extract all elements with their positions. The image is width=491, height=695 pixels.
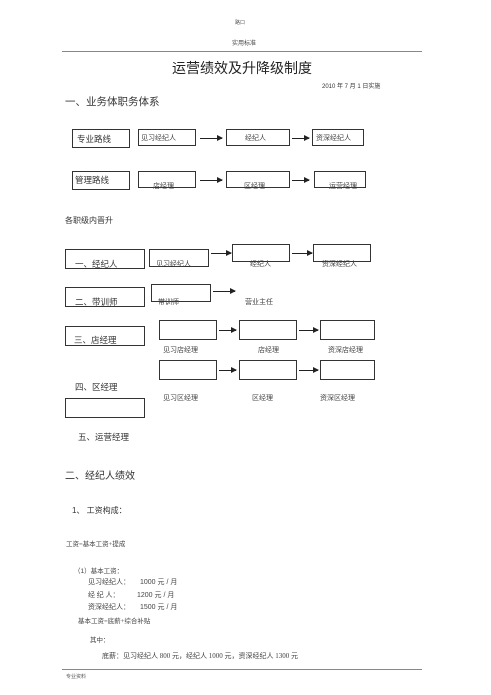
effective-date: 2010 年 7 月 1 日实施 (322, 84, 381, 90)
basic-wage-row-2-role: 经 纪 人： (88, 591, 120, 599)
area-mgr-step-2-box (239, 360, 297, 380)
area-mgr-step-3: 资深区经理 (320, 394, 355, 402)
section2-heading: 二、经纪人绩效 (65, 471, 135, 482)
mgmt-arrow-1-icon (200, 177, 223, 183)
trainer-label: 二、带训师 (75, 297, 118, 307)
store-mgr-step-1-box (159, 320, 217, 340)
basic-wage-row-3-role: 资深经纪人： (88, 603, 130, 611)
store-mgr-row-box-1: 三、店经理 (65, 326, 145, 346)
trainer-step-2: 营业主任 (245, 298, 273, 306)
header-label: 实用标准 (232, 41, 257, 47)
footer-rule (62, 669, 422, 670)
base-salary-line: 底薪：见习经纪人 800 元，经纪人 1000 元，资深经纪人 1300 元 (102, 652, 298, 660)
prof-step-2: 经纪人 (245, 134, 266, 142)
basic-wage-row-2-amount: 1200 元 / 月 (137, 592, 175, 599)
prof-step-3-box: 资深经纪人 (312, 129, 364, 146)
mgmt-step-2: 区经理 (244, 182, 265, 190)
footer-label: 专业资料 (66, 675, 87, 680)
agent-row-box-2 (149, 249, 209, 267)
agent-arrow-2-icon (292, 250, 313, 256)
agent-row-box-3 (232, 244, 290, 262)
page-title: 运营绩效及升降级制度 (172, 62, 312, 77)
prof-step-1: 见习经纪人 (141, 134, 176, 142)
mgmt-route-label-box: 管理路线 (72, 171, 130, 190)
store-mgr-arrow-1-icon (219, 327, 237, 333)
store-mgr-step-3-box (320, 320, 375, 340)
area-mgr-label: 四、区经理 (75, 382, 118, 392)
header-rule (62, 51, 422, 52)
agent-step-2: 经纪人 (250, 260, 271, 268)
agent-step-1: 见习经纪人 (156, 260, 191, 268)
trainer-step-1: 带训师 (158, 298, 179, 306)
basic-wage-row-1-role: 见习经纪人： (88, 578, 130, 586)
store-mgr-step-2-box (239, 320, 297, 340)
agent-row-box-1 (65, 249, 145, 269)
prof-arrow-2-icon (292, 135, 310, 141)
among-label: 其中： (90, 637, 110, 644)
store-mgr-step-2: 店经理 (258, 346, 279, 354)
mgmt-step-1-box: 店经理 (138, 171, 196, 190)
trainer-row-box-2 (151, 284, 211, 302)
agent-step-3: 资深经纪人 (322, 260, 357, 268)
mgmt-step-1: 店经理 (153, 182, 174, 190)
store-mgr-label: 三、店经理 (74, 335, 117, 345)
wage-formula: 工资=基本工资+提成 (66, 541, 126, 548)
area-mgr-step-1-box (159, 360, 217, 380)
store-mgr-step-1: 见习店经理 (163, 346, 198, 354)
wage-structure-item: 1、 工资构成： (72, 506, 127, 515)
trainer-arrow-icon (213, 288, 236, 294)
prof-step-2-box: 经纪人 (226, 129, 290, 146)
area-mgr-arrow-2-icon (299, 367, 319, 373)
header-top-tag: 路口 (235, 21, 246, 26)
basic-wage-title: （1）基本工资： (74, 568, 124, 575)
mgmt-route-label: 管理路线 (75, 175, 110, 185)
prof-step-3: 资深经纪人 (316, 134, 351, 142)
mgmt-arrow-2-icon (292, 177, 310, 183)
agent-label: 一、经纪人 (75, 259, 118, 269)
promotion-heading: 各职级内晋升 (65, 216, 113, 225)
basic-wage-row-1-amount: 1000 元 / 月 (140, 579, 178, 586)
basic-wage-formula: 基本工资=底薪+综合补贴 (78, 618, 151, 625)
ops-mgr-label: 五、运营经理 (78, 432, 130, 442)
area-mgr-step-1: 见习区经理 (163, 394, 198, 402)
mgmt-step-3: 运营经理 (329, 182, 357, 190)
mgmt-step-2-box: 区经理 (226, 171, 290, 190)
section1-heading: 一、业务体职务体系 (65, 97, 160, 108)
prof-route-label-box: 专业路线 (72, 129, 130, 148)
prof-route-label: 专业路线 (77, 134, 112, 144)
store-mgr-arrow-2-icon (299, 327, 319, 333)
store-mgr-step-3: 资深店经理 (328, 346, 363, 354)
prof-arrow-1-icon (200, 135, 223, 141)
agent-row-box-4 (313, 244, 371, 262)
area-mgr-step-2: 区经理 (252, 394, 273, 402)
area-mgr-step-3-box (320, 360, 375, 380)
trainer-row-box-1 (65, 287, 145, 307)
agent-arrow-1-icon (211, 250, 232, 256)
basic-wage-row-3-amount: 1500 元 / 月 (140, 604, 178, 611)
prof-step-1-box: 见习经纪人 (138, 129, 196, 146)
area-mgr-row-box (65, 398, 145, 418)
area-mgr-arrow-1-icon (219, 367, 237, 373)
mgmt-step-3-box: 运营经理 (314, 171, 366, 190)
